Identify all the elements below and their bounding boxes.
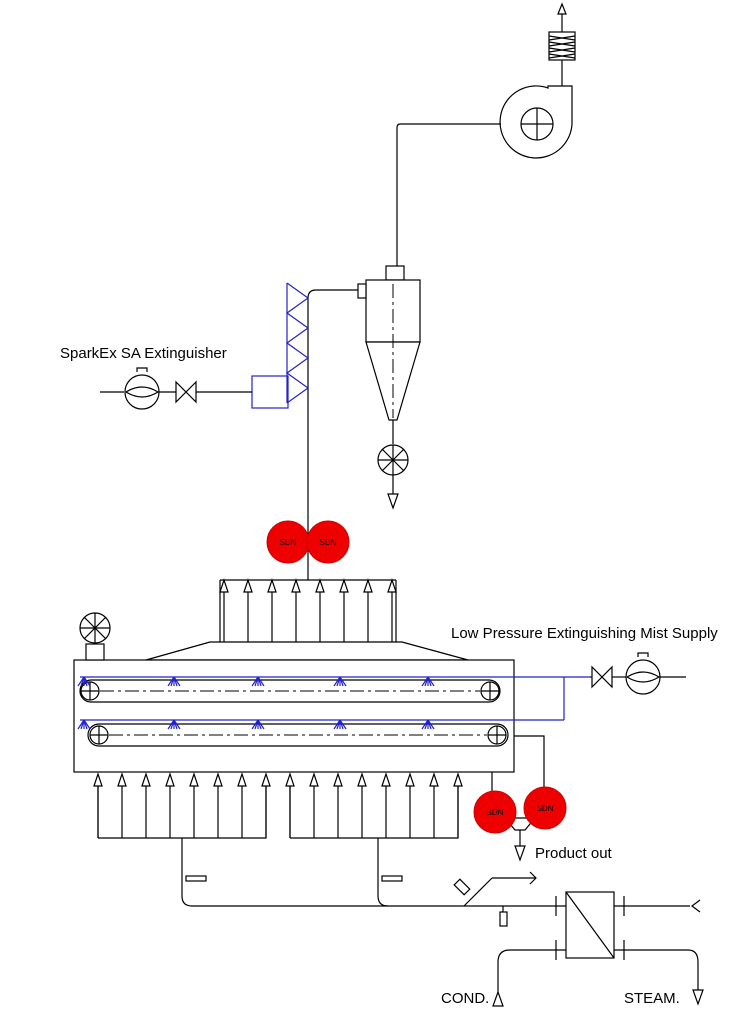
steam-label: STEAM. xyxy=(624,990,680,1007)
exhaust-fan-assembly xyxy=(396,2,576,270)
damper-assembly xyxy=(453,871,537,927)
heat-exchanger xyxy=(492,891,704,1007)
mist-valve-icon xyxy=(591,665,613,689)
sparkex-label: SparkEx SA Extinguisher xyxy=(60,345,227,362)
belt-dryer xyxy=(73,612,515,773)
sparkex-supply-line xyxy=(100,367,252,410)
spark-detector-lower-left: SDN xyxy=(473,790,517,834)
mist-distribution-lines xyxy=(77,676,590,730)
valve-icon xyxy=(175,380,197,404)
sdn-label: SDN xyxy=(487,808,504,817)
sparkex-nozzles xyxy=(251,282,310,409)
cond-label: COND. xyxy=(441,990,489,1007)
cyclone-separator xyxy=(357,265,421,510)
flow-meter-icon xyxy=(124,367,160,410)
mist-flow-meter-icon xyxy=(625,652,661,695)
spark-detector-lower-right: SDN xyxy=(523,786,567,830)
dryer-exhaust-hood xyxy=(145,578,469,661)
spark-detector-upper-right: SDN xyxy=(306,520,350,564)
rotary-valve-icon xyxy=(377,444,409,476)
mist-supply-line xyxy=(590,652,686,695)
sdn-label: SDN xyxy=(280,538,297,547)
air-inlet-manifolds xyxy=(93,772,701,913)
sdn-label: SDN xyxy=(320,538,337,547)
sparkex-injection-box xyxy=(251,375,289,409)
mist-supply-label: Low Pressure Extinguishing Mist Supply xyxy=(451,625,718,642)
product-out-label: Product out xyxy=(535,845,613,862)
sdn-label: SDN xyxy=(537,804,554,813)
feeder-rotary-valve-icon xyxy=(79,612,111,644)
spark-detector-upper-left: SDN xyxy=(266,520,310,564)
